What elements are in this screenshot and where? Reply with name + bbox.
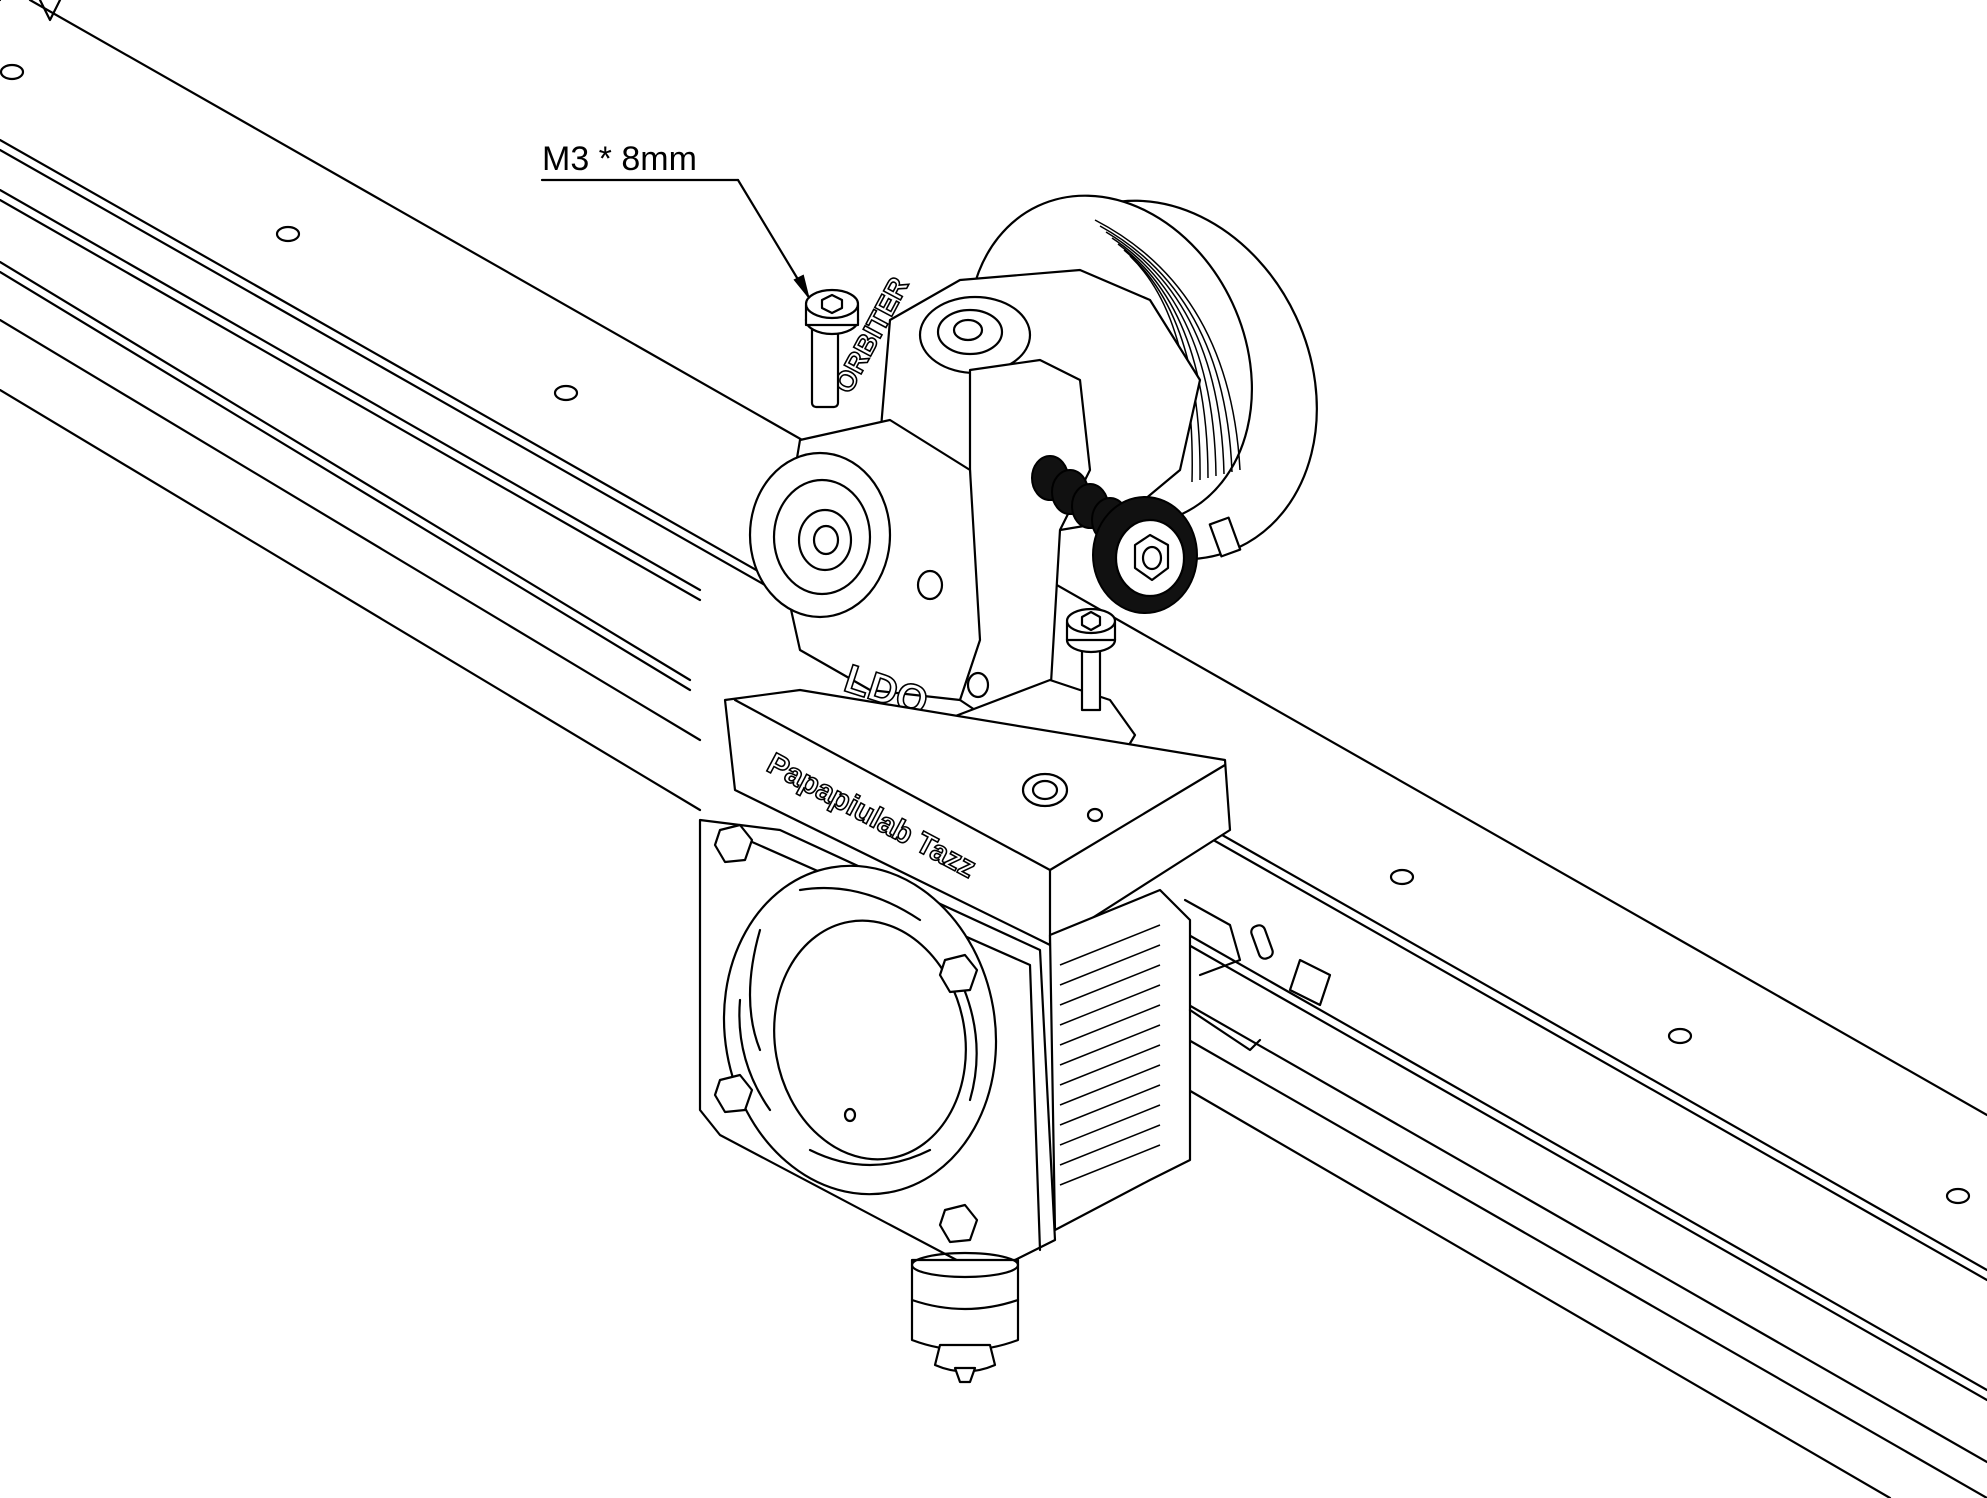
rail-mounting-holes — [0, 63, 1971, 1205]
screw-callout: M3 * 8mm — [540, 140, 810, 298]
tension-knob — [1092, 496, 1198, 614]
heatsink-fins — [1059, 924, 1161, 1186]
mount-plate: Papapiulab Tazz — [723, 688, 1232, 947]
callout-label: M3 * 8mm — [542, 140, 697, 178]
hotend-nozzle — [910, 1251, 1020, 1384]
cooling-fan — [698, 818, 1057, 1277]
screw-top — [804, 288, 860, 409]
motor-fins — [1094, 219, 1241, 483]
screw-flange — [1065, 607, 1117, 712]
heatsink — [1048, 888, 1332, 1232]
